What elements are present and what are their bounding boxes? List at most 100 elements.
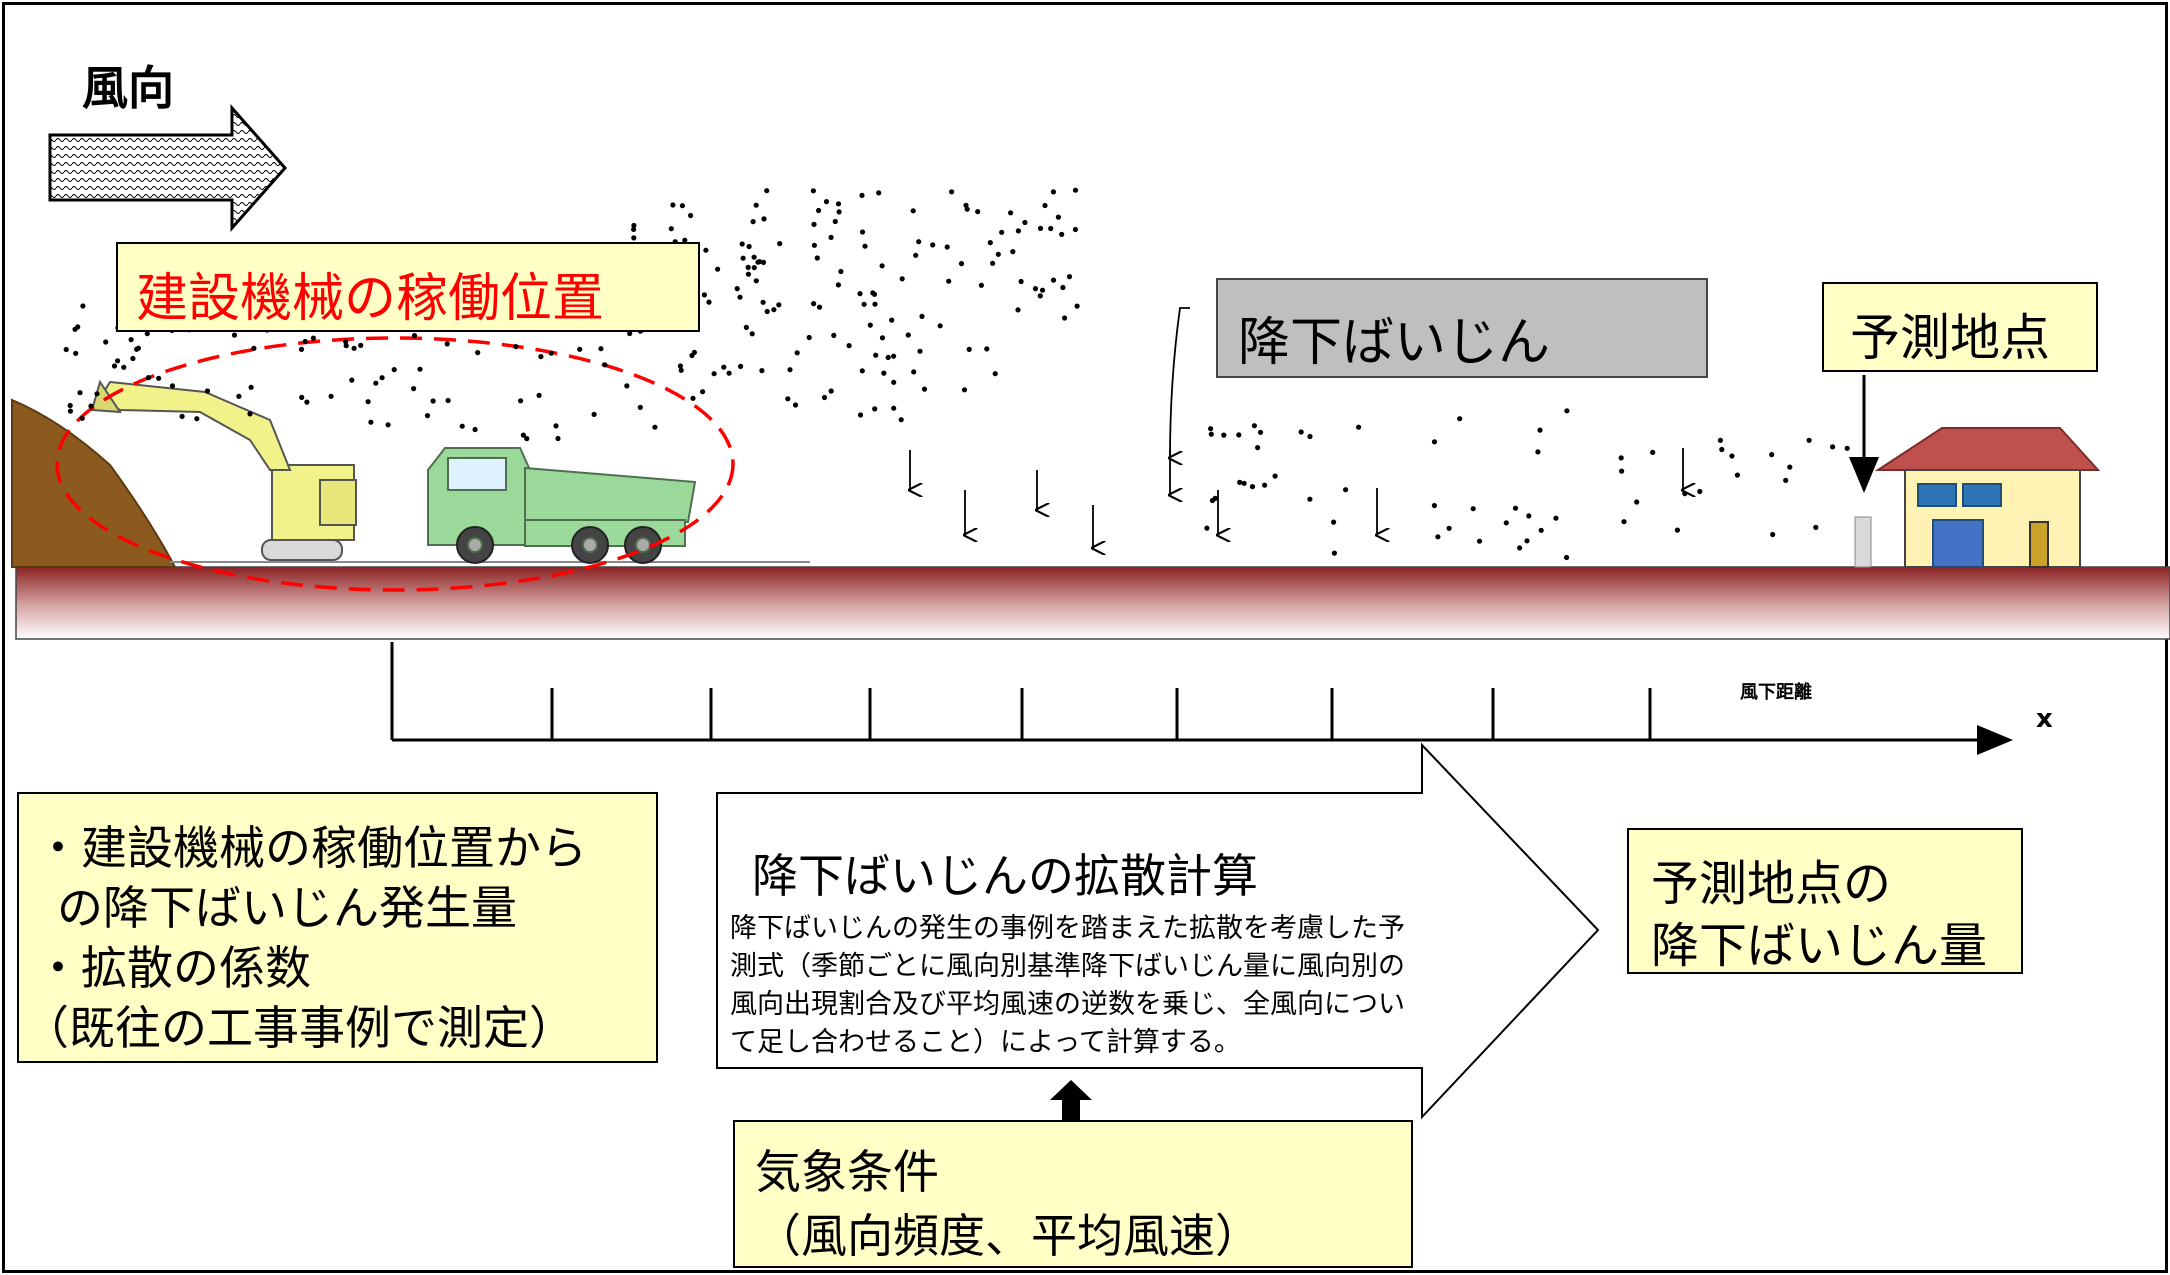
dust-particle	[1072, 187, 1079, 193]
dust-particle	[518, 398, 524, 404]
dust-particle	[1783, 477, 1789, 483]
dust-particle	[1512, 505, 1519, 511]
dust-particle	[1331, 550, 1337, 556]
dust-particle	[889, 317, 895, 323]
downwind-axis	[390, 642, 2013, 755]
dust-particle	[1538, 527, 1544, 533]
dust-particle	[115, 358, 121, 364]
dust-particle	[1729, 453, 1735, 459]
dust-particle	[706, 299, 712, 305]
dust-particle	[911, 369, 917, 375]
dust-particle	[823, 199, 830, 205]
dust-particle	[910, 208, 916, 214]
dust-particle	[1307, 433, 1313, 440]
dust-particle	[94, 391, 100, 397]
dust-particle	[343, 343, 349, 349]
dust-particle	[1209, 497, 1216, 504]
dust-particle	[958, 261, 965, 267]
house	[1874, 427, 2101, 568]
dust-particle	[1457, 416, 1463, 422]
predicted-dustfall-box: 予測地点の 降下ばいじん量	[1627, 828, 2023, 974]
dust-particle	[631, 226, 637, 232]
dust-particle	[1050, 277, 1057, 283]
dust-particle	[831, 332, 837, 338]
dust-particle	[668, 226, 674, 232]
dust-particle	[670, 202, 676, 208]
dust-particle	[872, 406, 878, 412]
dust-particle	[1055, 214, 1061, 220]
dust-particle	[251, 345, 257, 351]
dust-particle	[130, 355, 136, 362]
dust-particle	[1343, 487, 1349, 493]
dust-particle	[459, 423, 465, 429]
dust-particle	[524, 436, 530, 442]
dust-particle	[1050, 189, 1056, 195]
dust-particle	[602, 362, 608, 368]
dust-particle	[577, 346, 583, 352]
dust-particle	[77, 390, 83, 396]
dust-particle	[624, 383, 630, 389]
dust-particle	[1262, 482, 1268, 488]
dust-particle	[750, 219, 756, 225]
dust-particle	[1621, 519, 1627, 525]
dust-particle	[379, 375, 385, 381]
ground	[15, 566, 2170, 640]
dust-particle	[999, 229, 1005, 235]
dust-particle	[652, 424, 658, 430]
weather-input-arrow	[1050, 1080, 1092, 1120]
dust-particle	[870, 290, 876, 296]
dust-particle	[753, 278, 759, 284]
dust-particle	[753, 202, 759, 208]
dust-particle	[677, 363, 684, 369]
dust-particle	[1553, 515, 1559, 521]
dust-particle	[1251, 423, 1257, 429]
dust-particle	[828, 388, 834, 394]
dust-particle	[787, 367, 793, 373]
dust-particle	[937, 323, 943, 329]
dust-particle	[811, 301, 817, 307]
dust-particle	[298, 346, 305, 352]
dust-particle	[1010, 249, 1016, 255]
dust-particle	[248, 384, 254, 390]
wind-direction-label: 風向	[82, 61, 174, 115]
dust-particle	[811, 242, 818, 248]
dust-particle	[247, 411, 253, 417]
dust-particle	[1356, 424, 1362, 430]
x-axis-label: x	[2036, 704, 2053, 734]
dust-particle	[1032, 286, 1039, 292]
dust-particle	[169, 383, 176, 389]
dust-particle	[838, 268, 844, 275]
dust-particle	[1435, 534, 1441, 540]
dust-particle	[891, 379, 897, 385]
dust-particle	[1008, 210, 1014, 216]
dust-particle	[862, 243, 868, 249]
dust-particle	[859, 368, 865, 374]
dust-particle	[1062, 315, 1068, 321]
dust-particle	[785, 396, 791, 402]
dust-particle	[1208, 426, 1214, 432]
dust-particle	[961, 387, 968, 393]
dust-particle	[1719, 446, 1725, 453]
calculation-desc-4: て足し合わせること）によって計算する。	[730, 1027, 1241, 1058]
dust-particle	[739, 241, 745, 247]
dust-particle	[144, 331, 150, 337]
dust-particle	[689, 352, 695, 359]
dust-particle	[631, 222, 637, 229]
dust-particle	[128, 337, 134, 343]
dustfall-label: 降下ばいじん	[1216, 278, 1708, 378]
dust-particle	[424, 413, 431, 419]
dust-particle	[963, 202, 969, 208]
dust-particle	[1037, 225, 1044, 231]
calculation-desc-3: 風向出現割合及び平均風速の逆数を乗じ、全風向につい	[730, 989, 1405, 1020]
dust-particle	[1237, 479, 1243, 485]
dust-particle	[879, 263, 885, 269]
dust-particle	[1537, 427, 1543, 433]
measurement-post	[1854, 516, 1872, 568]
dust-particle	[1650, 449, 1656, 455]
dust-particle	[872, 301, 878, 307]
dust-particle	[299, 394, 305, 400]
dust-particle	[145, 375, 152, 381]
dust-particle	[1844, 445, 1850, 451]
dust-particle	[368, 419, 374, 425]
